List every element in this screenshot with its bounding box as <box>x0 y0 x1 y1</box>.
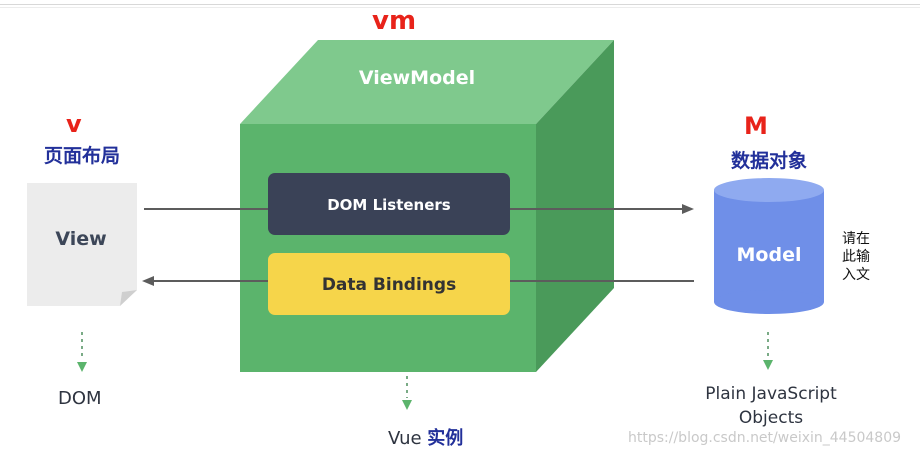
cube-side-face <box>536 40 614 372</box>
cube-top-face <box>240 40 614 124</box>
watermark-text: https://blog.csdn.net/weixin_44504809 <box>628 430 902 446</box>
model-cn-label: 数据对象 <box>731 150 808 172</box>
vue-prefix: Vue <box>388 428 428 449</box>
side-note-line1: 请在 <box>842 231 870 247</box>
plain-js-line1: Plain JavaScript <box>705 384 837 404</box>
dom-listeners-label: DOM Listeners <box>327 196 451 214</box>
dotted-arrow-viewmodel-vue <box>402 376 412 410</box>
model-label: Model <box>737 244 802 266</box>
side-note-line2: 此输 <box>842 249 870 265</box>
viewmodel-label: ViewModel <box>359 67 475 89</box>
m-label: M <box>744 112 768 140</box>
view-document-icon: View <box>27 183 137 306</box>
view-cn-label: 页面布局 <box>44 145 121 167</box>
top-border-line-secondary <box>0 7 920 8</box>
dom-label: DOM <box>58 388 102 409</box>
dotted-arrow-model-objects <box>763 332 773 370</box>
vm-label: vm <box>372 6 417 36</box>
side-note-text: 请在 此输 入文 <box>842 230 870 284</box>
plain-js-line2: Objects <box>738 408 804 428</box>
v-label: v <box>66 110 82 138</box>
side-note-line3: 入文 <box>842 267 870 283</box>
top-border-line <box>0 4 920 5</box>
vue-instance-label: Vue 实例 <box>388 424 463 450</box>
view-label: View <box>55 228 106 250</box>
cube-front-face <box>240 124 536 372</box>
dom-listeners-box: DOM Listeners <box>268 173 510 235</box>
vue-cn: 实例 <box>427 428 464 449</box>
dotted-arrow-view-dom <box>77 332 87 372</box>
viewmodel-cube: ViewModel <box>240 40 614 372</box>
model-cylinder: Model <box>714 178 824 314</box>
data-bindings-box: Data Bindings <box>268 253 510 315</box>
data-bindings-label: Data Bindings <box>322 275 456 295</box>
plain-js-objects-label: Plain JavaScript Objects <box>686 382 856 430</box>
